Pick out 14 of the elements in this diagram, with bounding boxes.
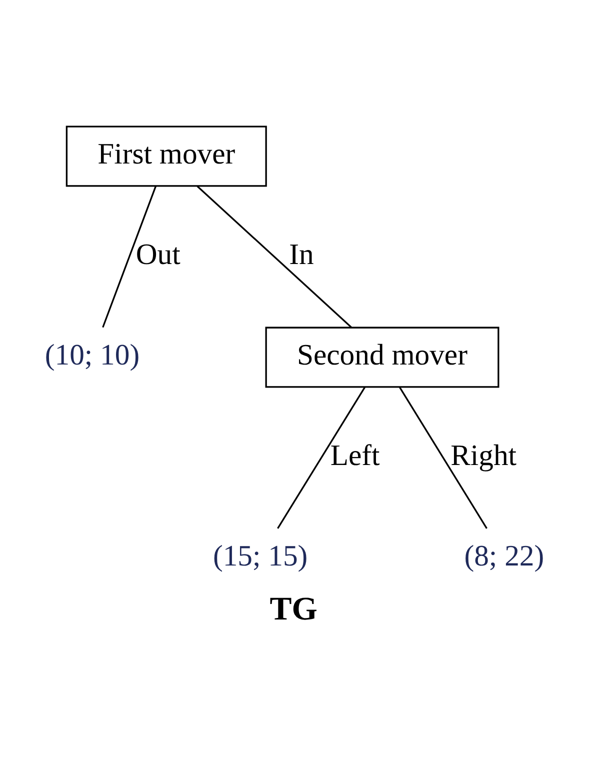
edge-label: In — [289, 238, 314, 271]
node-text: (10; 10) — [44, 339, 140, 372]
edge-label: Left — [330, 440, 380, 472]
node-text: (15; 15) — [212, 540, 308, 572]
connector — [196, 185, 352, 328]
edge-label: Right — [450, 440, 517, 472]
node-box: Second mover — [265, 326, 500, 388]
caption: TG — [270, 590, 318, 627]
node-text: (8; 22) — [464, 540, 544, 572]
edge-label: Out — [136, 238, 180, 271]
connector — [399, 386, 488, 528]
connector — [102, 185, 157, 328]
connector — [277, 386, 366, 528]
node-box: First mover — [66, 125, 267, 186]
